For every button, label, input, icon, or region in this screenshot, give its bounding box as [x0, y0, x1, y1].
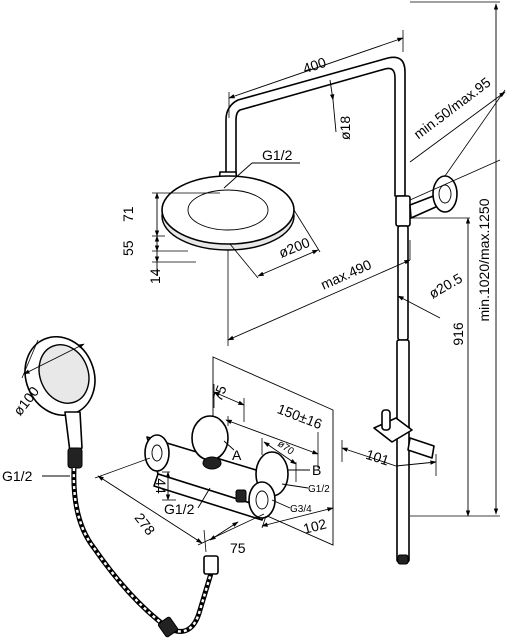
- label-valve-278: 278: [131, 510, 158, 538]
- label-valve-g34: G3/4: [290, 504, 312, 515]
- label-valve-75-top: 75: [209, 383, 230, 404]
- label-head-diameter: ø200: [276, 234, 312, 261]
- dimension-labels: 400 ø18 G1/2 71 55 14 ø200 max.490 min.5…: [2, 54, 494, 556]
- hand-shower-holder: [373, 409, 435, 459]
- dimension-lines: [21, 1, 506, 553]
- label-wall-distance: min.50/max.95: [411, 74, 494, 142]
- label-head-height-71: 71: [120, 206, 136, 222]
- label-head-height-14: 14: [147, 268, 163, 284]
- head-shower: [161, 171, 295, 251]
- label-rail-diameter: ø20.5: [426, 270, 465, 302]
- label-valve-a: A: [232, 447, 242, 463]
- label-arm-length: 400: [301, 54, 328, 77]
- wall-plate: [212, 356, 334, 546]
- label-max-span: max.490: [318, 256, 374, 293]
- hose: [71, 467, 219, 638]
- label-valve-g12: G1/2: [308, 484, 330, 495]
- label-rail-length: 916: [450, 322, 466, 346]
- label-head-connector: G1/2: [262, 147, 293, 163]
- label-valve-b: B: [312, 462, 321, 478]
- label-arm-diameter: ø18: [337, 116, 353, 140]
- label-valve-75-bottom: 75: [230, 540, 246, 556]
- label-valve-102: 102: [302, 516, 329, 537]
- label-valve-44: 44: [153, 478, 169, 494]
- label-valve-spacing: 150±16: [275, 401, 324, 433]
- label-hose-connector: G1/2: [2, 468, 33, 484]
- label-holder-101: 101: [364, 446, 391, 469]
- label-valve-outlet: G1/2: [164, 501, 195, 517]
- label-head-height-55: 55: [120, 240, 136, 256]
- label-rail-height: min.1020/max.1250: [476, 198, 492, 321]
